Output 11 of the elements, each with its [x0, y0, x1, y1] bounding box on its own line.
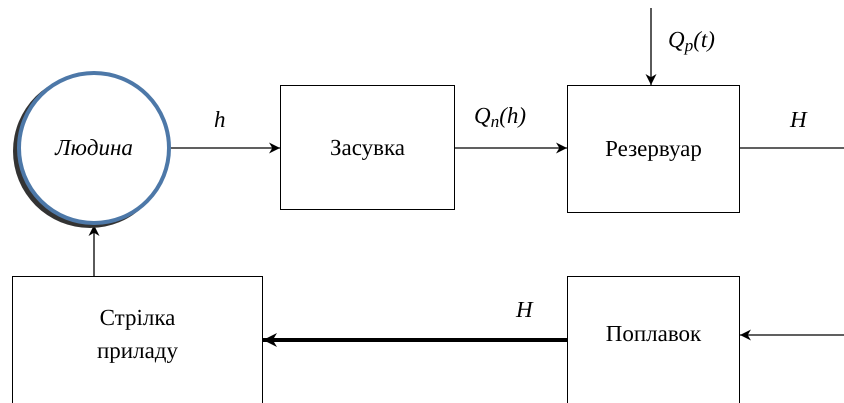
arrow	[740, 330, 844, 340]
process-box: Засувка	[280, 85, 455, 210]
edge-label: Q$_{п}$(h)	[474, 104, 526, 127]
process-box: Поплавок	[567, 276, 740, 403]
arrow	[455, 142, 567, 154]
arrow	[646, 8, 656, 85]
arrow	[171, 142, 280, 154]
arrow	[88, 225, 100, 276]
arrow	[263, 333, 567, 347]
process-box: Стрілка приладу	[12, 276, 263, 403]
process-box: Резервуар	[567, 85, 740, 213]
